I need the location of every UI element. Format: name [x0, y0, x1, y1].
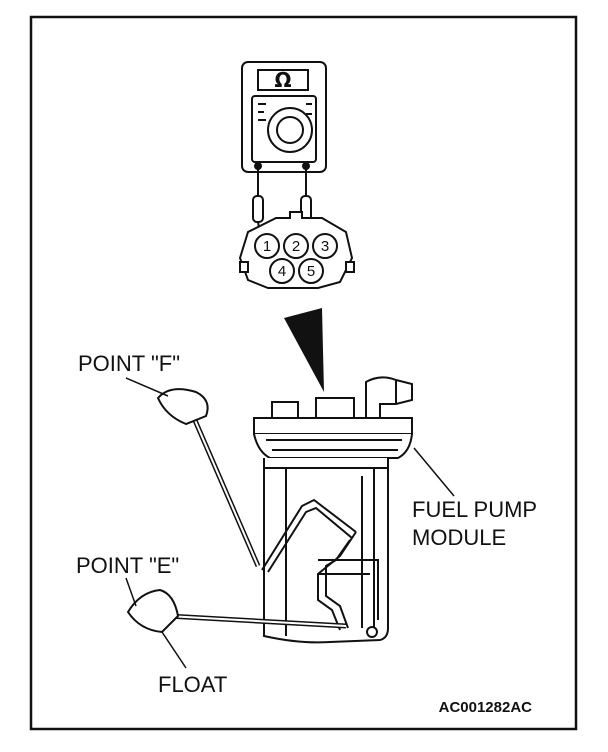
float-label: FLOAT — [158, 672, 227, 697]
figure-code: AC001282AC — [439, 699, 533, 716]
pin-3-label: 3 — [321, 238, 329, 255]
pin-2-label: 2 — [292, 238, 300, 255]
arrow-icon — [284, 308, 324, 392]
pin-1-label: 1 — [263, 238, 271, 255]
ohm-symbol: Ω — [274, 68, 291, 92]
pin-5-label: 5 — [307, 263, 315, 280]
ohmmeter-icon — [241, 61, 327, 247]
point-e-label: POINT "E" — [76, 553, 179, 578]
leader-lines — [125, 377, 455, 669]
pin-4-label: 4 — [278, 263, 286, 280]
float-arm-icon — [126, 388, 347, 634]
module-label-line1: FUEL PUMP — [412, 497, 537, 522]
fuel-pump-module-icon — [253, 376, 413, 644]
point-f-label: POINT "F" — [78, 351, 180, 376]
connector-icon — [238, 211, 355, 289]
module-label-line2: MODULE — [412, 525, 506, 550]
figure-frame — [29, 15, 578, 731]
